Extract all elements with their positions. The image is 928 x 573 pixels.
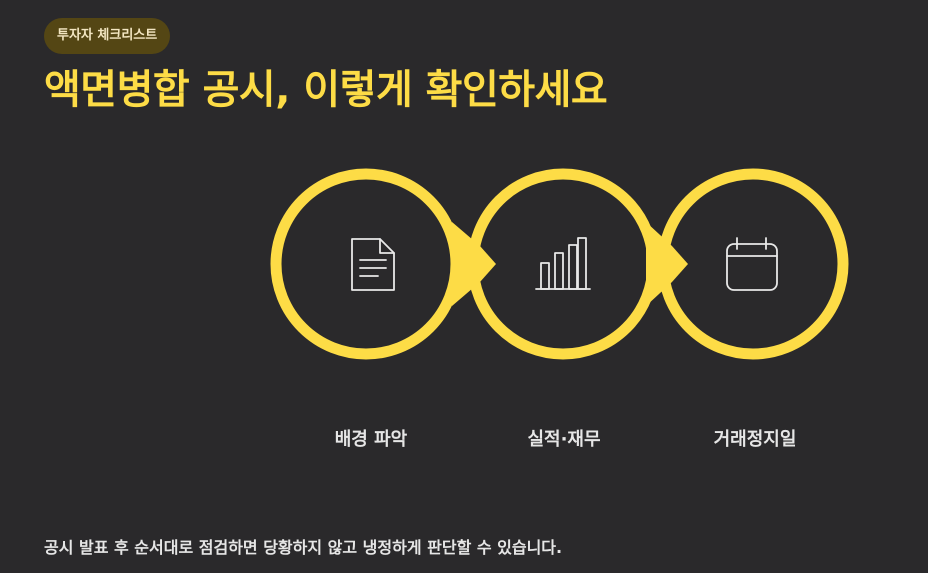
arrow-1-2 xyxy=(452,222,496,306)
step-2-ring xyxy=(467,168,659,360)
step-3-ring xyxy=(657,168,849,360)
category-badge: 투자자 체크리스트 xyxy=(44,18,171,54)
footer-note: 공시 발표 후 순서대로 점검하면 당황하지 않고 냉정하게 판단할 수 있습니… xyxy=(44,538,563,557)
step-2-label: 실적·재무 xyxy=(527,429,601,450)
bar-chart-icon xyxy=(535,237,591,290)
page-title: 액면병합 공시, 이렇게 확인하세요 xyxy=(44,67,608,113)
step-1-label: 배경 파악 xyxy=(334,429,408,450)
calendar-icon xyxy=(726,237,778,291)
document-icon xyxy=(351,238,395,291)
step-3-label: 거래정지일 xyxy=(713,429,797,450)
step-1-ring xyxy=(270,168,462,360)
arrow-2-3 xyxy=(646,222,688,306)
